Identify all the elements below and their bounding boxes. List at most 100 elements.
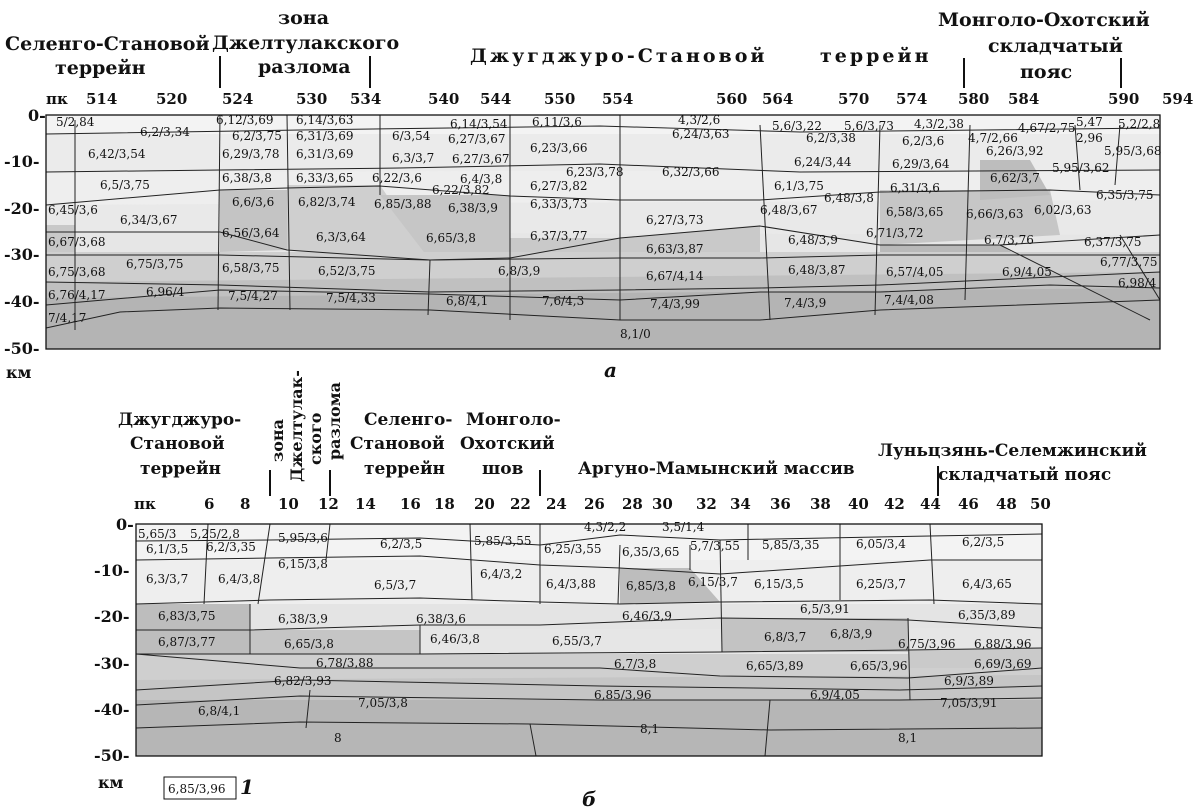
pk-tick: 520 [156, 90, 187, 108]
cell-label: 6,55/3,7 [552, 634, 602, 648]
panel-b-headers: Джугджуро- Становой террейн зона Джелтул… [118, 370, 1147, 496]
pk-tick: 514 [86, 90, 117, 108]
pk-tick: 18 [434, 495, 455, 513]
cell-label: 6,9/3,89 [944, 674, 994, 688]
cell-label: 6,88/3,96 [974, 637, 1031, 651]
cell-label: 5,85/3,55 [474, 534, 531, 548]
panel-a-pk-axis: пк 514 520 524 530 534 540 544 550 554 5… [46, 90, 1193, 108]
cell-label: 6,85/3,8 [626, 579, 676, 593]
cell-label: 6,33/3,73 [530, 197, 587, 211]
legend-number: 1 [240, 775, 254, 799]
header-dzheltulak-b-line3: ского [306, 412, 325, 465]
cell-label: 5,95/3,68 [1104, 144, 1161, 158]
cell-label: 6,3/3,64 [316, 230, 366, 244]
cell-label: 6,9/4,05 [1002, 265, 1052, 279]
cell-label: 6,9/4,05 [810, 688, 860, 702]
panel-b-fills [136, 524, 1042, 756]
cell-label: 7,6/4,3 [542, 294, 584, 308]
cell-label: 6,48/3,9 [788, 233, 838, 247]
depth-tick: -30- [4, 245, 40, 264]
header-selengo-stanovoy-a-line2: террейн [55, 57, 146, 79]
header-selengo-b-line1: Селенго- [364, 410, 452, 430]
cell-label: 6,52/3,75 [318, 264, 375, 278]
cell-label: 7,05/3,91 [940, 696, 997, 710]
cell-label: 6,37/3,75 [1084, 235, 1141, 249]
panel-b: Джугджуро- Становой террейн зона Джелтул… [94, 370, 1147, 810]
depth-tick: -40- [94, 700, 130, 719]
cell-label: 5,7/3,55 [690, 539, 740, 553]
cell-label: 6,4/3,8 [218, 572, 260, 586]
cell-label: 4,67/2,75 [1018, 121, 1075, 135]
pk-tick: 540 [428, 90, 459, 108]
header-selengo-stanovoy-a-line1: Селенго-Становой [5, 33, 210, 55]
panel-a-depth-axis: 0- -10- -20- -30- -40- -50- км [4, 106, 46, 382]
pk-tick: 580 [958, 90, 989, 108]
cell-label: 6,48/3,87 [788, 263, 845, 277]
cell-label: 6,4/3,65 [962, 577, 1012, 591]
cell-label: 6,14/3,54 [450, 117, 508, 131]
cell-label: 8,1 [640, 722, 659, 736]
cell-label: 6,45/3,6 [48, 203, 98, 217]
pk-tick: 560 [716, 90, 747, 108]
cell-label: 6,65/3,96 [850, 659, 907, 673]
header-argun-mamyn: Аргуно-Мамынский массив [578, 459, 855, 479]
cell-label: 6,35/3,89 [958, 608, 1015, 622]
cell-label: 6,85/3,88 [374, 197, 431, 211]
cell-label: 2,96 [1076, 131, 1103, 145]
cell-label: 6,33/3,65 [296, 171, 353, 185]
cell-label: 6,27/3,73 [646, 213, 703, 227]
cell-label: 6,58/3,65 [886, 205, 943, 219]
cell-label: 6,46/3,9 [622, 609, 672, 623]
panel-b-caption: б [582, 787, 596, 810]
cell-label: 6,75/3,75 [126, 257, 183, 271]
cell-label: 6,24/3,63 [672, 127, 729, 141]
cell-label: 6,38/3,8 [222, 171, 272, 185]
cell-label: 6,25/3,55 [544, 542, 601, 556]
cell-label: 6,2/3,75 [232, 129, 282, 143]
header-dzhugdzhur-a: Джугджуро-Становой [470, 45, 768, 67]
cell-label: 6,6/3,6 [232, 195, 274, 209]
cell-label: 7,05/3,8 [358, 696, 408, 710]
header-lunczyan-line2: складчатый пояс [938, 465, 1111, 485]
cell-label: 5,6/3,22 [772, 119, 822, 133]
cell-label: 6,8/3,9 [498, 264, 540, 278]
legend: 6,85/3,96 1 [163, 775, 254, 800]
cell-label: 6,62/3,7 [990, 171, 1040, 185]
cell-label: 6,31/3,69 [296, 129, 353, 143]
cell-label: 6,2/3,5 [962, 535, 1004, 549]
pk-tick: 36 [770, 495, 791, 513]
cell-label: 6,8/3,9 [830, 627, 872, 641]
panel-b-pk-axis: пк 6 8 10 12 14 16 18 20 22 24 26 28 30 … [134, 495, 1051, 513]
header-mongol-b-line2: Охотский [460, 434, 555, 454]
cell-label: 6,05/3,4 [856, 537, 906, 551]
cell-label: 6,4/3,8 [460, 172, 502, 186]
pk-tick: 554 [602, 90, 633, 108]
cell-label: 6,29/3,64 [892, 157, 950, 171]
cell-label: 5,47 [1076, 115, 1103, 129]
cell-label: 6,46/3,8 [430, 632, 480, 646]
cell-label: 6,14/3,63 [296, 113, 353, 127]
pk-tick: 584 [1008, 90, 1039, 108]
pk-tick: 10 [278, 495, 299, 513]
header-dzheltulak-a-line2: Джелтулакского [212, 32, 399, 54]
cell-label: 6,69/3,69 [974, 657, 1031, 671]
cell-label: 6,76/4,17 [48, 288, 105, 302]
cell-label: 5,65/3 [138, 527, 176, 541]
cell-label: 4,3/2,6 [678, 113, 720, 127]
header-dzhugdzhur-b-line1: Джугджуро- [118, 410, 241, 430]
cell-label: 6,27/3,67 [448, 132, 505, 146]
cell-label: 6,67/4,14 [646, 269, 704, 283]
cell-label: 6,29/3,78 [222, 147, 279, 161]
cell-label: 6,87/3,77 [158, 635, 215, 649]
pk-tick: 530 [296, 90, 327, 108]
cell-label: 3,5/1,4 [662, 520, 705, 534]
cell-label: 6,26/3,92 [986, 144, 1043, 158]
header-dzhugdzhur-b-line2: Становой [130, 434, 225, 454]
depth-tick: -20- [94, 607, 130, 626]
cell-label: 6,27/3,82 [530, 179, 587, 193]
cell-label: 6,57/4,05 [886, 265, 943, 279]
pk-tick: 44 [920, 495, 941, 513]
cell-label: 6,38/3,9 [278, 612, 328, 626]
cell-label: 6,56/3,64 [222, 226, 280, 240]
cell-label: 6,38/3,9 [448, 201, 498, 215]
